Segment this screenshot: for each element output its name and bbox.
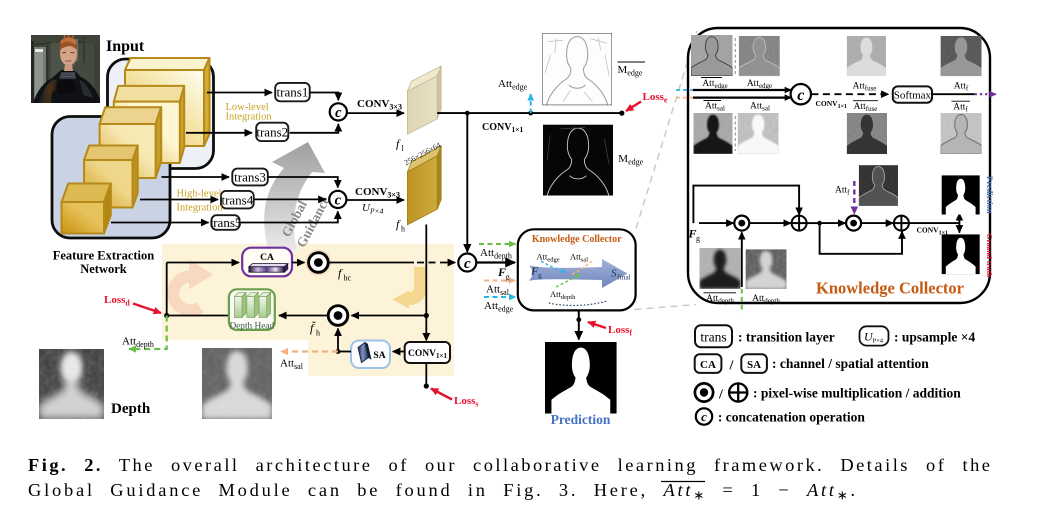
svg-text:Attsal: Attsal xyxy=(750,102,770,113)
svg-text:F: F xyxy=(688,227,697,241)
svg-text:Global Guidance Module can be: Global Guidance Module can be found in F… xyxy=(28,480,858,503)
svg-text:Lossd: Lossd xyxy=(104,294,130,308)
svg-text:Integration: Integration xyxy=(226,111,273,122)
svg-text:P×4: P×4 xyxy=(873,338,884,345)
svg-text:hc: hc xyxy=(344,274,352,283)
svg-text:h: h xyxy=(401,225,405,234)
svg-text:Softmax: Softmax xyxy=(894,90,932,102)
svg-text:: concatenation operation: : concatenation operation xyxy=(718,410,865,425)
svg-text:S: S xyxy=(611,268,617,280)
svg-text:Ground truth: Ground truth xyxy=(985,234,994,279)
svg-text:: transition layer: : transition layer xyxy=(738,330,835,345)
svg-text:Attedge: Attedge xyxy=(702,79,727,90)
svg-text:Depth Head: Depth Head xyxy=(229,321,274,331)
svg-text:trans3: trans3 xyxy=(234,170,266,185)
svg-text:Attf: Attf xyxy=(953,103,968,114)
svg-text:CONV1×1: CONV1×1 xyxy=(816,99,848,110)
svg-text:CONV1×1: CONV1×1 xyxy=(408,349,447,360)
svg-text:trans4: trans4 xyxy=(221,192,253,207)
svg-text:Lossf: Lossf xyxy=(608,324,632,338)
svg-text:final: final xyxy=(617,273,631,282)
svg-text:: channel / spatial attention: : channel / spatial attention xyxy=(772,356,929,371)
svg-text:F: F xyxy=(530,266,539,278)
svg-text:Attdepth: Attdepth xyxy=(706,294,734,305)
svg-text:g: g xyxy=(506,273,510,282)
svg-text:c: c xyxy=(335,105,342,121)
svg-text:SA: SA xyxy=(747,359,761,371)
svg-text:SA: SA xyxy=(373,351,385,361)
svg-text:Feature Extraction: Feature Extraction xyxy=(53,249,155,263)
svg-text:Losse: Losse xyxy=(643,91,668,105)
svg-text:Attf: Attf xyxy=(835,186,850,197)
svg-text:trans1: trans1 xyxy=(277,85,309,100)
svg-text:Attedge: Attedge xyxy=(747,79,772,90)
svg-text:Losss: Losss xyxy=(454,395,479,409)
svg-text:/: / xyxy=(729,359,735,374)
svg-text:CA: CA xyxy=(260,253,274,263)
svg-text:f: f xyxy=(396,137,401,151)
svg-text:f: f xyxy=(338,266,343,280)
svg-text:Low-level: Low-level xyxy=(226,102,269,113)
svg-text:f: f xyxy=(396,217,401,231)
svg-text:Attfuse: Attfuse xyxy=(854,102,878,113)
svg-text:h: h xyxy=(316,329,320,338)
svg-text:CONV1×1: CONV1×1 xyxy=(917,226,949,237)
svg-text:g: g xyxy=(696,234,700,243)
svg-text:trans: trans xyxy=(700,330,726,345)
svg-text:Attf: Attf xyxy=(954,82,969,93)
svg-text:Integration: Integration xyxy=(177,202,224,213)
svg-text:: upsample ×4: : upsample ×4 xyxy=(894,330,975,345)
svg-text:Depth: Depth xyxy=(111,401,151,417)
svg-text:Prediction: Prediction xyxy=(551,412,611,427)
svg-text:/: / xyxy=(718,388,724,403)
svg-text:Knowledge Collector: Knowledge Collector xyxy=(532,234,622,245)
svg-text:CA: CA xyxy=(700,359,716,371)
svg-text:Network: Network xyxy=(80,262,127,276)
svg-text:CONV1×1: CONV1×1 xyxy=(482,122,523,134)
svg-text:c: c xyxy=(701,409,707,424)
svg-text:Attfuse: Attfuse xyxy=(853,82,877,93)
svg-text:F: F xyxy=(497,265,506,279)
svg-text:trans5: trans5 xyxy=(210,215,242,230)
svg-text:Attsal: Attsal xyxy=(705,102,725,113)
svg-text:High-level: High-level xyxy=(177,189,222,200)
svg-text:Knowledge Collector: Knowledge Collector xyxy=(816,279,964,298)
svg-text:trans2: trans2 xyxy=(256,125,288,140)
svg-text:f̃: f̃ xyxy=(310,320,316,335)
svg-text:Prediction: Prediction xyxy=(985,176,995,214)
svg-text:l: l xyxy=(402,144,405,153)
svg-text:Attdepth: Attdepth xyxy=(752,294,780,305)
svg-text:: pixel-wise multiplication /: : pixel-wise multiplication / addition xyxy=(753,386,961,401)
svg-text:Input: Input xyxy=(106,38,145,55)
svg-text:c: c xyxy=(797,87,804,104)
svg-text:Fig. 2. The overall architectu: Fig. 2. The overall architecture of our … xyxy=(28,455,992,475)
svg-text:g: g xyxy=(538,271,542,280)
svg-text:U: U xyxy=(864,330,874,344)
svg-text:c: c xyxy=(464,256,471,272)
svg-text:c: c xyxy=(335,192,342,208)
